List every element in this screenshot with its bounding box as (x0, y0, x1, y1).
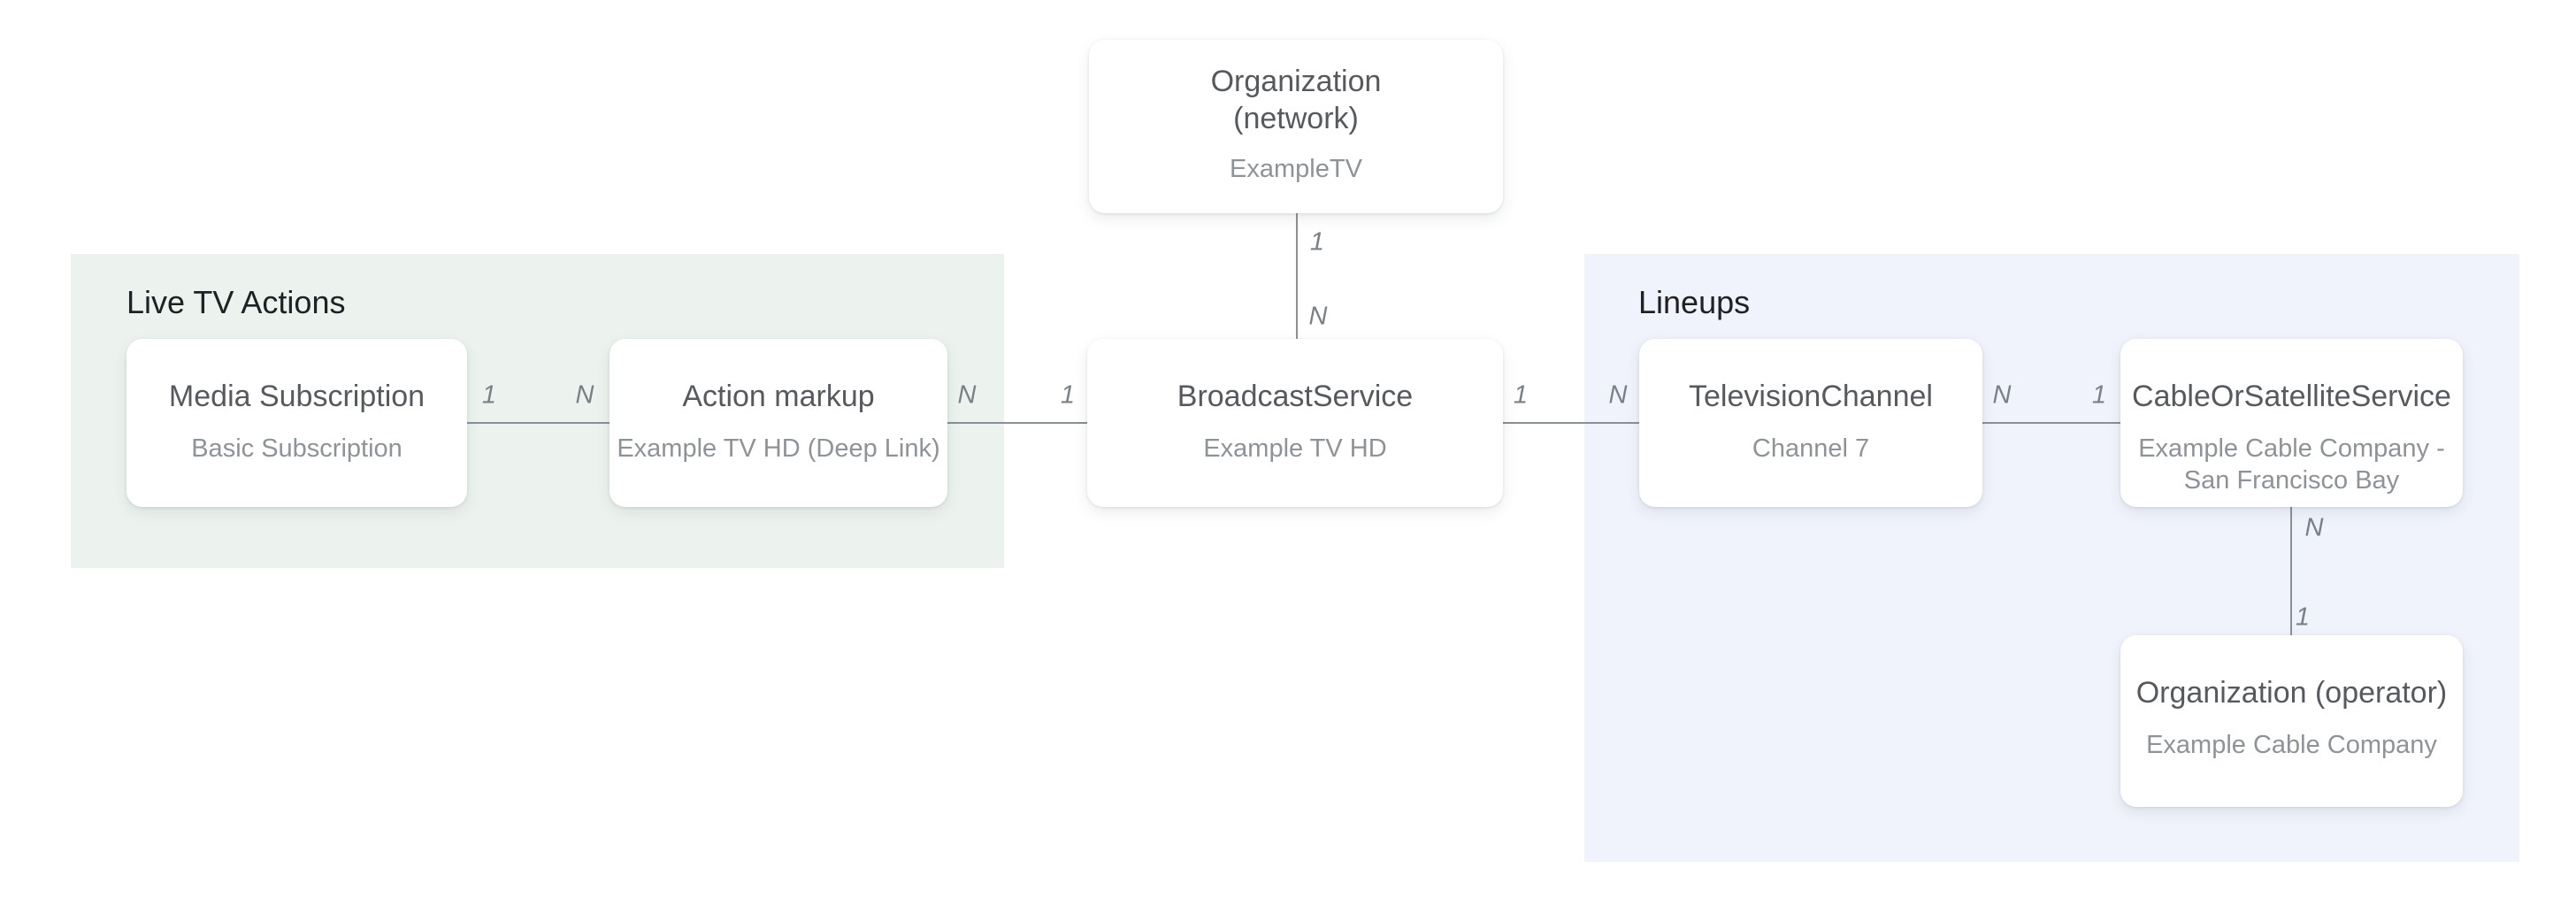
cardinality-label: 1 (2091, 380, 2107, 410)
node-broadcast-service-title: BroadcastService (1177, 380, 1414, 413)
edge-television-channel-cable-service-line (1982, 422, 2120, 424)
cardinality-label: 1 (1309, 227, 1325, 257)
node-television-channel-title: TelevisionChannel (1689, 380, 1933, 413)
cardinality-label: 1 (1513, 380, 1529, 410)
node-org-network-title: Organization (network) (1210, 65, 1382, 135)
cardinality-label: N (575, 380, 594, 410)
node-cable-or-satellite-service-title: CableOrSatelliteService (2132, 380, 2451, 413)
node-org-operator: Organization (operator) Example Cable Co… (2120, 635, 2463, 807)
group-live-tv-actions-label: Live TV Actions (126, 284, 346, 320)
edge-action-markup-broadcast-service-line (947, 422, 1087, 424)
edge-org-network-broadcast-service-line (1296, 213, 1298, 339)
cardinality-label: 1 (481, 380, 497, 410)
cardinality-label: 1 (1060, 380, 1076, 410)
node-media-subscription-subtitle: Basic Subscription (191, 434, 402, 463)
node-media-subscription: Media Subscription Basic Subscription (126, 339, 467, 507)
node-cable-or-satellite-service: CableOrSatelliteService Example Cable Co… (2120, 339, 2463, 507)
edge-media-subscription-action-markup-line (467, 422, 610, 424)
edge-broadcast-service-television-channel-line (1503, 422, 1639, 424)
node-television-channel: TelevisionChannel Channel 7 (1639, 339, 1982, 507)
cardinality-label: N (1308, 302, 1328, 331)
edge-cable-service-org-operator-line (2290, 507, 2292, 635)
group-lineups-label: Lineups (1638, 284, 1751, 320)
cardinality-label: N (2304, 513, 2324, 542)
node-action-markup: Action markup Example TV HD (Deep Link) (610, 339, 947, 507)
node-action-markup-title: Action markup (682, 380, 875, 413)
node-org-network-subtitle: ExampleTV (1230, 155, 1362, 183)
node-org-operator-title: Organization (operator) (2135, 676, 2448, 710)
node-media-subscription-title: Media Subscription (168, 380, 426, 413)
cardinality-label: 1 (2295, 603, 2311, 632)
node-org-operator-subtitle: Example Cable Company (2146, 731, 2437, 759)
node-broadcast-service: BroadcastService Example TV HD (1087, 339, 1503, 507)
node-org-network: Organization (network) ExampleTV (1089, 40, 1503, 213)
cardinality-label: N (1608, 380, 1628, 410)
node-television-channel-subtitle: Channel 7 (1752, 434, 1870, 463)
node-action-markup-subtitle: Example TV HD (Deep Link) (617, 434, 940, 463)
node-broadcast-service-subtitle: Example TV HD (1203, 434, 1387, 463)
node-cable-or-satellite-service-subtitle: Example Cable Company - San Francisco Ba… (2138, 434, 2445, 495)
cardinality-label: N (957, 380, 977, 410)
cardinality-label: N (1992, 380, 2012, 410)
